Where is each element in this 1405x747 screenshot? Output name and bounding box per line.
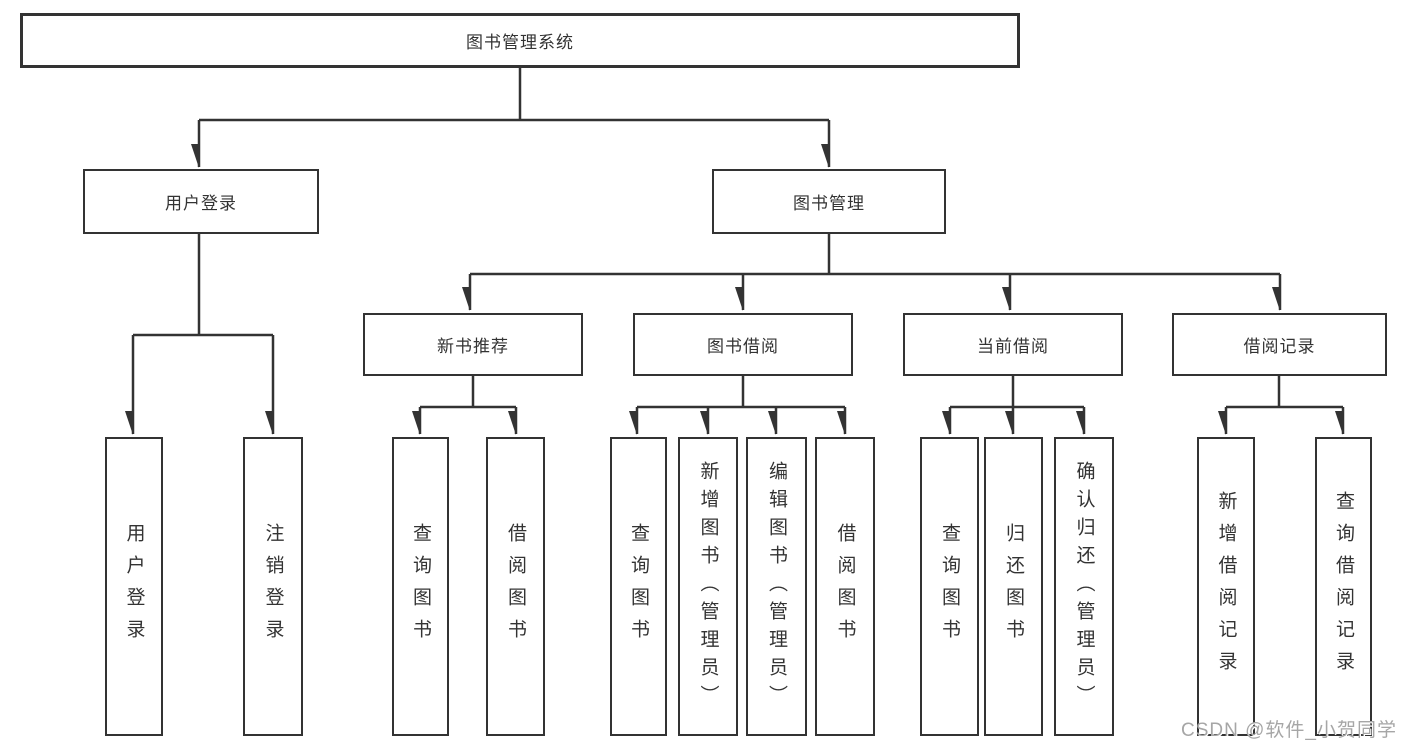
leaf-add-borrow-record: 新增借阅记录	[1197, 437, 1255, 736]
leaf-borrow-books-recommend-label: 借阅图书	[505, 522, 526, 651]
leaf-confirm-return-admin-label: 确认归还（管理员）	[1073, 460, 1095, 713]
leaf-user-login-label: 用户登录	[123, 522, 145, 651]
leaf-query-books-borrowing: 查询图书	[610, 437, 667, 736]
node-new-book-recommend-label: 新书推荐	[437, 337, 509, 356]
node-user-login: 用户登录	[83, 169, 319, 234]
node-root-label: 图书管理系统	[466, 33, 574, 52]
leaf-user-login: 用户登录	[105, 437, 163, 736]
leaf-query-books-recommend-label: 查询图书	[410, 522, 431, 651]
leaf-query-books-current: 查询图书	[920, 437, 979, 736]
leaf-confirm-return-admin: 确认归还（管理员）	[1054, 437, 1114, 736]
leaf-add-book-admin: 新增图书（管理员）	[678, 437, 738, 736]
node-borrow-records-label: 借阅记录	[1243, 337, 1316, 356]
node-current-borrowing-label: 当前借阅	[977, 337, 1049, 356]
node-new-book-recommend: 新书推荐	[363, 313, 583, 376]
leaf-return-books: 归还图书	[984, 437, 1043, 736]
node-book-management-label: 图书管理	[793, 194, 865, 213]
leaf-return-books-label: 归还图书	[1003, 522, 1024, 651]
leaf-query-books-borrowing-label: 查询图书	[628, 522, 649, 651]
leaf-borrow-books-recommend: 借阅图书	[486, 437, 545, 736]
leaf-edit-book-admin: 编辑图书（管理员）	[746, 437, 807, 736]
leaf-logout: 注销登录	[243, 437, 303, 736]
leaf-borrow-books-borrowing: 借阅图书	[815, 437, 875, 736]
leaf-query-books-current-label: 查询图书	[939, 522, 960, 651]
node-book-borrowing-label: 图书借阅	[707, 337, 779, 356]
leaf-query-borrow-record-label: 查询借阅记录	[1333, 490, 1354, 683]
leaf-query-borrow-record: 查询借阅记录	[1315, 437, 1372, 736]
node-user-login-label: 用户登录	[165, 194, 237, 213]
leaf-add-borrow-record-label: 新增借阅记录	[1215, 490, 1237, 683]
node-current-borrowing: 当前借阅	[903, 313, 1123, 376]
node-book-management: 图书管理	[712, 169, 946, 234]
node-book-borrowing: 图书借阅	[633, 313, 853, 376]
csdn-watermark: CSDN @软件_小贺同学	[1181, 720, 1397, 741]
leaf-logout-label: 注销登录	[262, 522, 284, 651]
node-borrow-records: 借阅记录	[1172, 313, 1387, 376]
leaf-add-book-admin-label: 新增图书（管理员）	[697, 460, 719, 713]
leaf-query-books-recommend: 查询图书	[392, 437, 449, 736]
leaf-edit-book-admin-label: 编辑图书（管理员）	[766, 460, 787, 713]
node-root: 图书管理系统	[20, 13, 1020, 68]
leaf-borrow-books-borrowing-label: 借阅图书	[834, 522, 856, 651]
